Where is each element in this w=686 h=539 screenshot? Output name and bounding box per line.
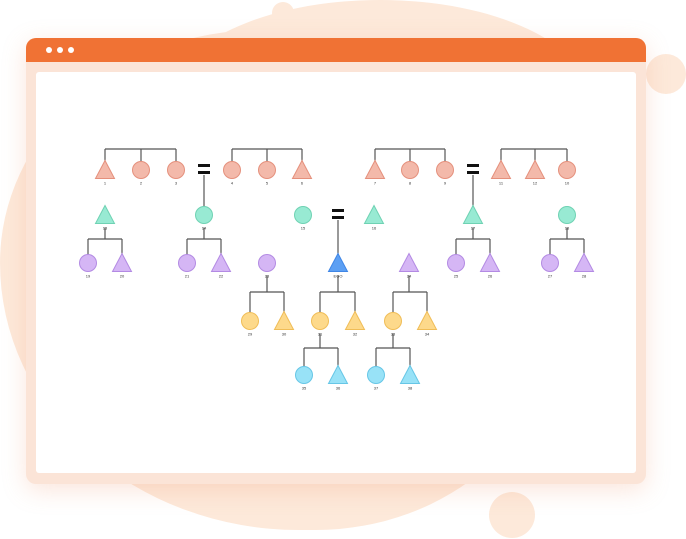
decor-circle xyxy=(646,54,686,94)
node-label: 31 xyxy=(318,332,323,337)
node-label: 33 xyxy=(391,332,396,337)
male-triangle-node xyxy=(327,364,349,384)
female-circle-node xyxy=(436,161,454,179)
female-circle-node xyxy=(132,161,150,179)
node-label: 16 xyxy=(372,226,377,231)
female-circle-node xyxy=(367,366,385,384)
female-circle-node xyxy=(558,206,576,224)
node-label: 18 xyxy=(565,226,570,231)
node-label: 10 xyxy=(565,181,570,186)
female-circle-node xyxy=(178,254,196,272)
male-triangle-node xyxy=(573,252,595,272)
male-triangle-node xyxy=(462,204,484,224)
male-triangle-node xyxy=(273,310,295,330)
marriage-symbol xyxy=(467,164,479,167)
marriage-symbol xyxy=(332,209,344,212)
male-triangle-node xyxy=(291,159,313,179)
window-control-dot[interactable] xyxy=(46,47,52,53)
male-triangle-node xyxy=(364,159,386,179)
window-titlebar xyxy=(26,38,646,62)
marriage-symbol xyxy=(467,171,479,174)
male-triangle-node xyxy=(490,159,512,179)
female-circle-node xyxy=(294,206,312,224)
node-label: 7 xyxy=(374,181,377,186)
marriage-symbol xyxy=(332,216,344,219)
node-label: 11 xyxy=(499,181,504,186)
node-label: 29 xyxy=(248,332,253,337)
female-circle-node xyxy=(223,161,241,179)
node-label: 37 xyxy=(374,386,379,391)
node-label: 21 xyxy=(185,274,190,279)
female-circle-node xyxy=(447,254,465,272)
node-label: 38 xyxy=(408,386,413,391)
canvas-panel xyxy=(36,72,636,473)
node-label: 28 xyxy=(582,274,587,279)
marriage-symbol xyxy=(198,171,210,174)
male-triangle-node xyxy=(344,310,366,330)
node-label: 25 xyxy=(454,274,459,279)
node-label: 35 xyxy=(302,386,307,391)
male-triangle-node xyxy=(479,252,501,272)
node-label: 13 xyxy=(103,226,108,231)
node-label: 9 xyxy=(444,181,447,186)
node-label: 5 xyxy=(266,181,269,186)
female-circle-node xyxy=(258,254,276,272)
node-label: 20 xyxy=(120,274,125,279)
female-circle-node xyxy=(167,161,185,179)
window-control-dot[interactable] xyxy=(68,47,74,53)
decor-circle xyxy=(272,2,294,24)
marriage-symbol xyxy=(198,164,210,167)
male-triangle-node xyxy=(398,252,420,272)
node-label: 24 xyxy=(407,274,412,279)
male-triangle-node xyxy=(524,159,546,179)
male-triangle-node xyxy=(399,364,421,384)
node-label: 3 xyxy=(175,181,178,186)
male-triangle-node xyxy=(416,310,438,330)
node-label: EGO xyxy=(334,274,343,279)
female-circle-node xyxy=(384,312,402,330)
female-circle-node xyxy=(541,254,559,272)
node-label: 4 xyxy=(231,181,234,186)
window-control-dot[interactable] xyxy=(57,47,63,53)
male-triangle-node xyxy=(94,159,116,179)
ego-triangle-node xyxy=(327,252,349,272)
node-label: 6 xyxy=(301,181,304,186)
decor-circle xyxy=(489,492,535,538)
node-label: 23 xyxy=(265,274,270,279)
female-circle-node xyxy=(311,312,329,330)
node-label: 32 xyxy=(353,332,358,337)
female-circle-node xyxy=(79,254,97,272)
female-circle-node xyxy=(258,161,276,179)
node-label: 15 xyxy=(301,226,306,231)
node-label: 12 xyxy=(533,181,538,186)
node-label: 26 xyxy=(488,274,493,279)
node-label: 2 xyxy=(140,181,143,186)
node-label: 30 xyxy=(282,332,287,337)
node-label: 34 xyxy=(425,332,430,337)
female-circle-node xyxy=(558,161,576,179)
male-triangle-node xyxy=(111,252,133,272)
node-label: 27 xyxy=(548,274,553,279)
node-label: 22 xyxy=(219,274,224,279)
male-triangle-node xyxy=(363,204,385,224)
node-label: 36 xyxy=(336,386,341,391)
node-label: 19 xyxy=(86,274,91,279)
male-triangle-node xyxy=(94,204,116,224)
female-circle-node xyxy=(195,206,213,224)
node-label: 1 xyxy=(104,181,107,186)
female-circle-node xyxy=(295,366,313,384)
female-circle-node xyxy=(241,312,259,330)
male-triangle-node xyxy=(210,252,232,272)
female-circle-node xyxy=(401,161,419,179)
node-label: 17 xyxy=(471,226,476,231)
node-label: 14 xyxy=(202,226,207,231)
node-label: 8 xyxy=(409,181,412,186)
